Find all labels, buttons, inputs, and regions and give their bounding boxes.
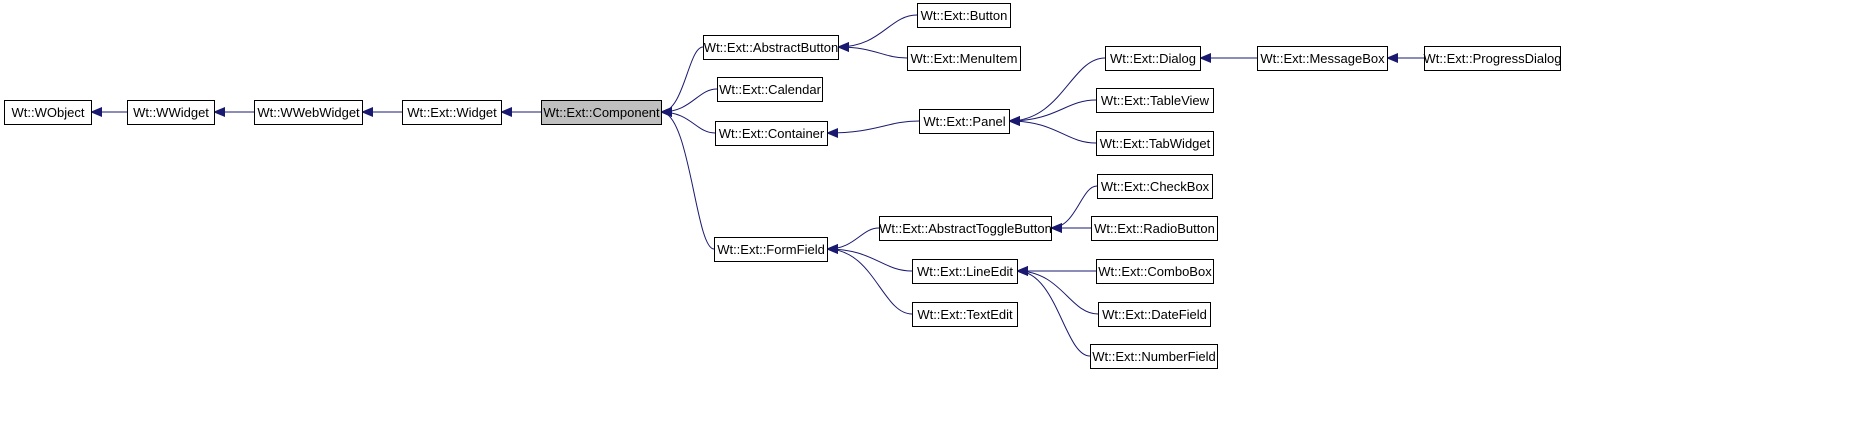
class-label: Wt::Ext::TabWidget	[1100, 136, 1211, 151]
inheritance-edge-ext-formfield-to-ext-component	[660, 107, 715, 250]
class-node-ext-progressdialog[interactable]: Wt::Ext::ProgressDialog	[1424, 46, 1562, 71]
class-box[interactable]	[919, 109, 1010, 134]
class-node-ext-datefield[interactable]: Wt::Ext::DateField	[1098, 302, 1211, 327]
class-label: Wt::Ext::FormField	[717, 242, 825, 257]
class-box[interactable]	[717, 77, 823, 102]
class-label: Wt::Ext::Dialog	[1110, 51, 1196, 66]
class-node-ext-lineedit[interactable]: Wt::Ext::LineEdit	[912, 259, 1018, 284]
class-box[interactable]	[402, 100, 502, 125]
class-label: Wt::Ext::MenuItem	[911, 51, 1018, 66]
class-box[interactable]	[1090, 344, 1218, 369]
class-label: Wt::Ext::TextEdit	[917, 307, 1013, 322]
class-box[interactable]	[1097, 174, 1213, 199]
class-label: Wt::Ext::CheckBox	[1101, 179, 1210, 194]
inheritance-edge-ext-datefield-to-ext-lineedit	[1016, 266, 1099, 315]
class-node-ext-textedit[interactable]: Wt::Ext::TextEdit	[912, 302, 1018, 327]
class-node-ext-component[interactable]: Wt::Ext::Component	[541, 100, 662, 125]
class-node-wwidget[interactable]: Wt::WWidget	[127, 100, 215, 125]
class-node-ext-dialog[interactable]: Wt::Ext::Dialog	[1105, 46, 1201, 71]
inheritance-edge-ext-tableview-to-ext-panel	[1008, 99, 1097, 126]
class-node-ext-checkbox[interactable]: Wt::Ext::CheckBox	[1097, 174, 1213, 199]
class-node-ext-combobox[interactable]: Wt::Ext::ComboBox	[1096, 259, 1214, 284]
class-node-ext-messagebox[interactable]: Wt::Ext::MessageBox	[1257, 46, 1388, 71]
class-node-ext-numberfield[interactable]: Wt::Ext::NumberField	[1090, 344, 1218, 369]
inheritance-edge-ext-abstracttogglebutton-to-ext-formfield	[826, 227, 880, 254]
class-node-ext-abstracttogglebutton[interactable]: Wt::Ext::AbstractToggleButton	[879, 216, 1052, 241]
class-label: Wt::Ext::NumberField	[1092, 349, 1216, 364]
class-box[interactable]	[703, 35, 839, 60]
inheritance-edge-ext-checkbox-to-ext-abstracttogglebutton	[1050, 185, 1098, 233]
class-label: Wt::Ext::ComboBox	[1098, 264, 1212, 279]
class-node-ext-calendar[interactable]: Wt::Ext::Calendar	[717, 77, 823, 102]
class-box[interactable]	[907, 46, 1021, 71]
class-box[interactable]	[541, 100, 662, 125]
class-label: Wt::Ext::TableView	[1101, 93, 1210, 108]
class-label: Wt::Ext::Calendar	[719, 82, 822, 97]
class-node-ext-menuitem[interactable]: Wt::Ext::MenuItem	[907, 46, 1021, 71]
class-label: Wt::WObject	[12, 105, 85, 120]
class-box[interactable]	[127, 100, 215, 125]
edge-layer	[90, 14, 1424, 357]
class-label: Wt::Ext::LineEdit	[917, 264, 1013, 279]
class-label: Wt::Ext::Container	[719, 126, 825, 141]
class-box[interactable]	[4, 100, 92, 125]
class-node-ext-widget[interactable]: Wt::Ext::Widget	[402, 100, 502, 125]
class-node-ext-abstractbutton[interactable]: Wt::Ext::AbstractButton	[703, 35, 839, 60]
class-box[interactable]	[917, 3, 1011, 28]
class-node-ext-radiobutton[interactable]: Wt::Ext::RadioButton	[1091, 216, 1218, 241]
class-box[interactable]	[714, 237, 828, 262]
inheritance-edge-ext-panel-to-ext-container	[826, 120, 920, 138]
class-label: Wt::Ext::Widget	[407, 105, 497, 120]
inheritance-edge-ext-textedit-to-ext-formfield	[826, 244, 913, 315]
class-box[interactable]	[254, 100, 363, 125]
inheritance-edge-ext-numberfield-to-ext-lineedit	[1016, 266, 1091, 357]
class-label: Wt::Ext::RadioButton	[1094, 221, 1215, 236]
class-box[interactable]	[1096, 259, 1214, 284]
class-box[interactable]	[715, 121, 828, 146]
class-node-ext-container[interactable]: Wt::Ext::Container	[715, 121, 828, 146]
class-box[interactable]	[1096, 88, 1214, 113]
class-label: Wt::Ext::ProgressDialog	[1424, 51, 1562, 66]
class-box[interactable]	[1257, 46, 1388, 71]
inheritance-edge-ext-lineedit-to-ext-formfield	[826, 244, 913, 272]
class-node-ext-tableview[interactable]: Wt::Ext::TableView	[1096, 88, 1214, 113]
class-box[interactable]	[1098, 302, 1211, 327]
class-box[interactable]	[1105, 46, 1201, 71]
class-label: Wt::WWidget	[133, 105, 209, 120]
class-box[interactable]	[912, 302, 1018, 327]
class-label: Wt::Ext::Panel	[923, 114, 1005, 129]
class-node-ext-panel[interactable]: Wt::Ext::Panel	[919, 109, 1010, 134]
inheritance-edge-ext-abstractbutton-to-ext-component	[660, 46, 704, 117]
class-node-wwebwidget[interactable]: Wt::WWebWidget	[254, 100, 363, 125]
class-box[interactable]	[1096, 131, 1214, 156]
class-node-ext-formfield[interactable]: Wt::Ext::FormField	[714, 237, 828, 262]
class-label: Wt::Ext::MessageBox	[1260, 51, 1385, 66]
class-node-ext-tabwidget[interactable]: Wt::Ext::TabWidget	[1096, 131, 1214, 156]
inheritance-edge-ext-button-to-ext-abstractbutton	[837, 14, 918, 52]
class-node-ext-button[interactable]: Wt::Ext::Button	[917, 3, 1011, 28]
class-label: Wt::Ext::AbstractButton	[704, 40, 838, 55]
inheritance-edge-ext-tabwidget-to-ext-panel	[1008, 116, 1097, 144]
inheritance-edge-ext-menuitem-to-ext-abstractbutton	[837, 42, 908, 59]
class-box[interactable]	[1091, 216, 1218, 241]
class-label: Wt::Ext::DateField	[1102, 307, 1207, 322]
class-label: Wt::Ext::Button	[921, 8, 1008, 23]
inheritance-edge-ext-dialog-to-ext-panel	[1008, 57, 1106, 126]
class-label: Wt::Ext::Component	[543, 105, 660, 120]
class-box[interactable]	[1424, 46, 1561, 71]
class-node-wobject[interactable]: Wt::WObject	[4, 100, 92, 125]
class-label: Wt::Ext::AbstractToggleButton	[879, 221, 1052, 236]
class-box[interactable]	[912, 259, 1018, 284]
inheritance-edge-ext-container-to-ext-component	[660, 107, 716, 134]
class-box[interactable]	[879, 216, 1052, 241]
class-label: Wt::WWebWidget	[257, 105, 360, 120]
